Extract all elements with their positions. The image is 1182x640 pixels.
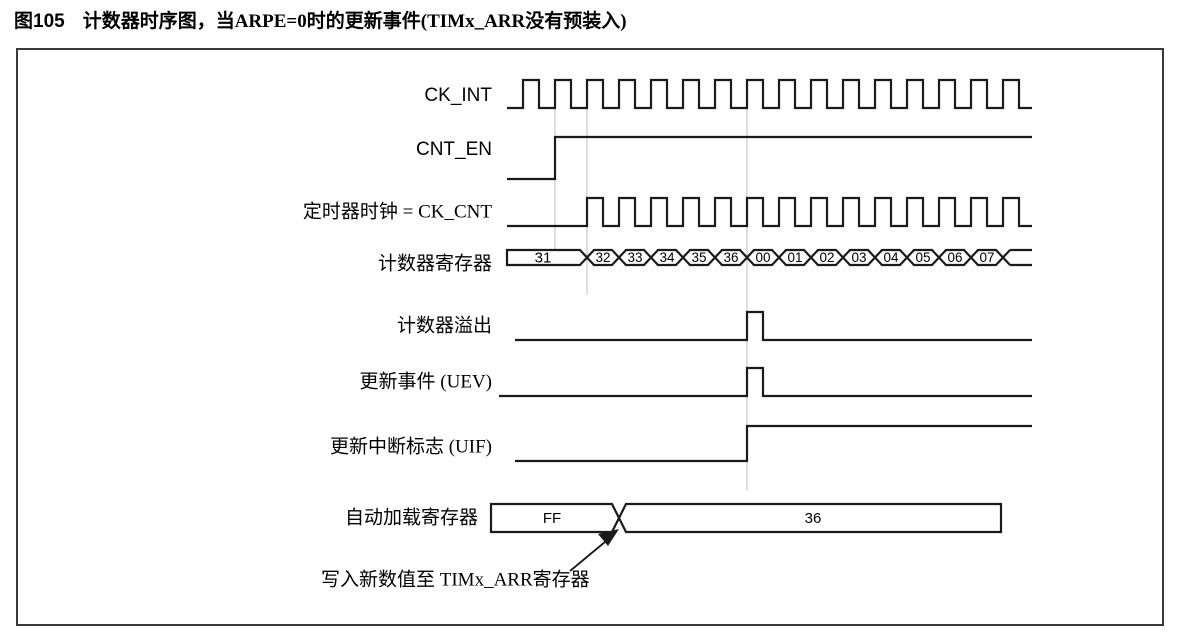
bus-cell-value: 33 (627, 250, 642, 265)
signal-row-ck-int: CK_INT (424, 78, 1032, 110)
bus-cell (745, 248, 781, 267)
signal-row-update-irq-flag: 更新中断标志 (UIF) (330, 424, 1032, 463)
guide-lines (554, 94, 748, 490)
bus-cell-value: 32 (595, 250, 610, 265)
auto-reload-register-bus: FF 36 (489, 502, 1003, 534)
bus-cell-value: 03 (851, 250, 866, 265)
waveform-update-event (499, 366, 1032, 398)
annotation-arrow-line (569, 536, 612, 572)
bus-cell (969, 248, 1005, 267)
bus-cell (809, 248, 845, 267)
signal-row-ck-cnt: 定时器时钟 = CK_CNT (303, 196, 1032, 228)
bus-cell-value: FF (543, 510, 561, 527)
bus-cell (873, 248, 909, 267)
signal-row-cnt-en: CNT_EN (416, 135, 1032, 181)
signal-label-update-event: 更新事件 (UEV) (360, 370, 492, 392)
counter-register-bus: 31 32 33 34 35 36 00 01 02 03 (505, 248, 1032, 267)
bus-cell (713, 248, 749, 267)
bus-cell (937, 248, 973, 267)
bus-cell-value: 35 (691, 250, 706, 265)
bus-cell-value: 07 (979, 250, 994, 265)
bus-cell-value: 05 (915, 250, 930, 265)
annotation-text: 写入新数值至 TIMx_ARR寄存器 (321, 568, 590, 590)
timing-diagram-svg: CK_INT CNT_EN 定时器时钟 = CK_CNT 计数器寄存器 31 3… (303, 78, 1032, 590)
signal-row-counter-overflow: 计数器溢出 (397, 310, 1032, 342)
bus-cell (841, 248, 877, 267)
bus-cell-trailing (1001, 248, 1032, 267)
figure-caption: 图105 计数器时序图，当ARPE=0时的更新事件(TIMx_ARR没有预装入) (14, 6, 627, 33)
signal-label-cnt-en: CNT_EN (416, 139, 492, 160)
bus-cell-value: 04 (883, 250, 899, 265)
signal-label-ck-int: CK_INT (424, 85, 492, 106)
signal-row-auto-reload-register: 自动加载寄存器 FF 36 (345, 502, 1003, 534)
bus-cell (777, 248, 813, 267)
bus-cell (489, 502, 621, 534)
bus-cell-value: 01 (787, 250, 802, 265)
bus-cell (505, 248, 589, 267)
bus-cell (585, 248, 621, 267)
bus-cell-value: 36 (723, 250, 738, 265)
bus-cell-value: 06 (947, 250, 962, 265)
waveform-cnt-en (507, 135, 1032, 181)
bus-cell-value: 34 (659, 250, 675, 265)
waveform-ck-cnt (507, 196, 1032, 228)
signal-label-auto-reload-register: 自动加载寄存器 (345, 506, 478, 528)
signal-row-counter-register: 计数器寄存器 31 32 33 34 35 36 00 01 (378, 248, 1032, 274)
signal-label-update-irq-flag: 更新中断标志 (UIF) (330, 435, 492, 457)
bus-cell-value: 31 (535, 249, 552, 266)
bus-cell-value: 02 (819, 250, 834, 265)
bus-cell (681, 248, 717, 267)
waveform-update-irq-flag (515, 424, 1032, 463)
figure-caption-text: 计数器时序图，当ARPE=0时的更新事件(TIMx_ARR没有预装入) (82, 11, 627, 32)
signal-row-update-event: 更新事件 (UEV) (360, 366, 1032, 398)
annotation-arrow-head-icon (598, 529, 619, 546)
figure-number: 图105 (14, 11, 65, 32)
signal-label-counter-register: 计数器寄存器 (378, 252, 492, 274)
annotation-write-arr: 写入新数值至 TIMx_ARR寄存器 (321, 529, 619, 590)
bus-cell (649, 248, 685, 267)
waveform-ck-int (507, 78, 1032, 110)
bus-cell (905, 248, 941, 267)
bus-cell (617, 502, 1003, 534)
signal-label-ck-cnt: 定时器时钟 = CK_CNT (303, 200, 493, 222)
bus-cell-value: 00 (755, 250, 770, 265)
waveform-counter-overflow (515, 310, 1032, 342)
bus-cell (617, 248, 653, 267)
signal-label-counter-overflow: 计数器溢出 (397, 314, 492, 336)
bus-cell-value: 36 (805, 510, 822, 527)
timing-diagram-frame: CK_INT CNT_EN 定时器时钟 = CK_CNT 计数器寄存器 31 3… (16, 48, 1164, 626)
